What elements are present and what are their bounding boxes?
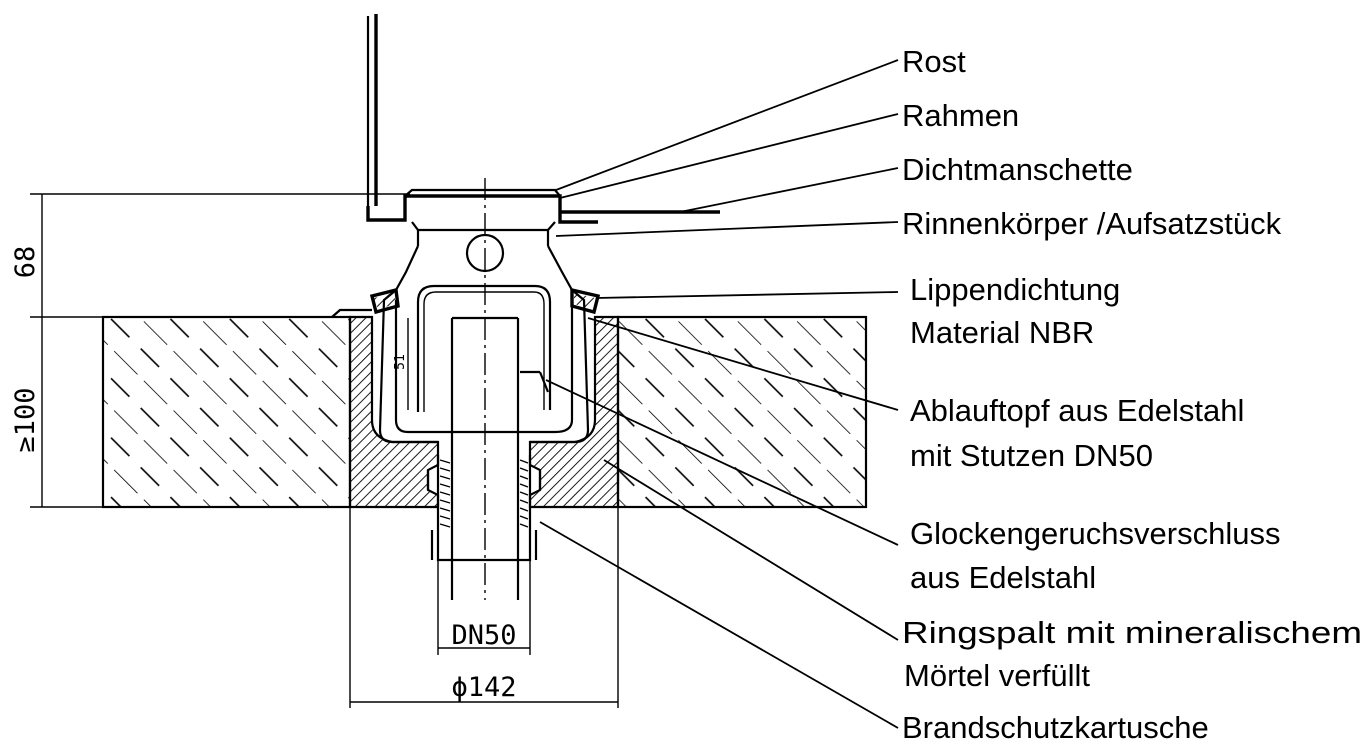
- dim-51-text: 51: [393, 354, 408, 370]
- label-ablauftopf-1: Ablauftopf aus Edelstahl: [910, 393, 1244, 428]
- leader-lippendichtung: [595, 291, 899, 299]
- label-lippendichtung-1: Lippendichtung: [910, 272, 1120, 307]
- label-glocken-1: Glockengeruchsverschluss: [910, 516, 1280, 551]
- leader-ringspalt: [603, 459, 899, 641]
- fire-cartridge: [426, 455, 542, 562]
- lip-seal-left: [369, 287, 400, 315]
- mortar-fill-right: [528, 315, 620, 509]
- dim-142-text: ϕ142: [451, 672, 516, 703]
- grate-rost: [404, 188, 561, 197]
- leader-brandschutz: [539, 521, 899, 729]
- fire-cartridge-threads-r: [519, 459, 529, 528]
- concrete-slab-right: [616, 315, 868, 509]
- dim-68-text: 68: [10, 246, 41, 279]
- label-rinnenkoerper: Rinnenkörper /Aufsatzstück: [902, 206, 1282, 241]
- drain-body-outer: [378, 245, 438, 444]
- bell-trap-inner: [423, 291, 545, 412]
- bell-flange-2: [538, 371, 550, 393]
- leader-rinnenkoerper: [555, 221, 899, 237]
- dim-dn50-text: DN50: [451, 620, 516, 651]
- concrete-slab-left: [101, 315, 352, 509]
- body-top: [411, 221, 556, 246]
- frame-rahmen: [366, 194, 598, 224]
- label-dichtmanschette: Dichtmanschette: [902, 152, 1133, 187]
- leader-glocken: [545, 379, 899, 546]
- drain-body-outer-right: [530, 245, 590, 444]
- drain-body-inner: [394, 300, 574, 434]
- label-ablauftopf-2: mit Stutzen DN50: [910, 438, 1153, 473]
- dim-100-text: ≥100: [10, 387, 41, 452]
- label-rahmen: Rahmen: [902, 98, 1019, 133]
- leader-ablauftopf: [587, 317, 899, 411]
- leader-rost: [555, 59, 899, 191]
- fire-cartridge-threads-l: [439, 459, 451, 528]
- leader-rahmen: [559, 113, 899, 199]
- label-ringspalt-2: Mörtel verfüllt: [904, 658, 1090, 693]
- leader-dichtmanschette: [679, 167, 899, 213]
- lip-seal-right-fill: [574, 293, 595, 309]
- label-rost: Rost: [902, 44, 966, 79]
- label-glocken-2: aus Edelstahl: [910, 560, 1096, 595]
- mortar-fill-left: [348, 315, 440, 509]
- label-lippendichtung-2: Material NBR: [910, 315, 1094, 350]
- label-ringspalt-1: Ringspalt mit mineralischem: [902, 615, 1362, 650]
- lip-seal-right: [570, 287, 601, 315]
- lip-seal-left-fill: [374, 293, 396, 309]
- slab-flashing: [331, 308, 372, 318]
- bell-trap: [416, 284, 552, 412]
- label-brandschutz: Brandschutzkartusche: [902, 710, 1209, 745]
